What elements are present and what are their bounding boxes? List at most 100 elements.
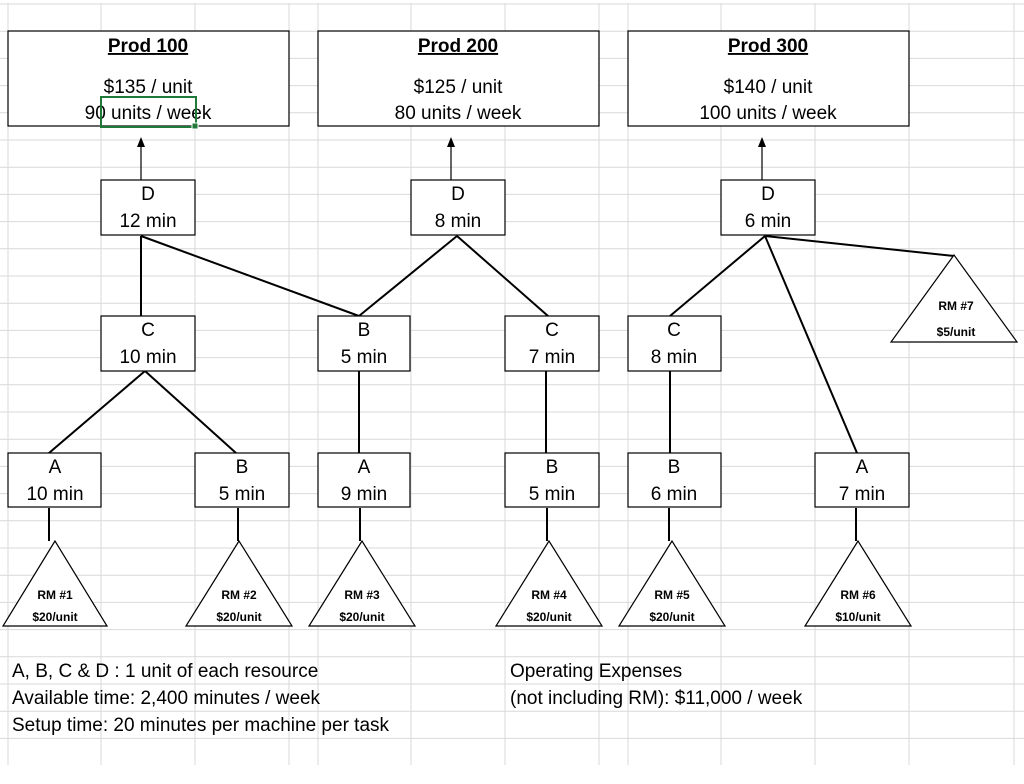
link-d2-bshared: [358, 235, 458, 317]
raw-material-name: RM #4: [531, 588, 567, 602]
product-box-200: Prod 200 $125 / unit 80 units / week: [317, 30, 600, 127]
product-price: $125 / unit: [414, 77, 503, 98]
operation-box-c2: C 7 min: [504, 315, 600, 372]
operation-resource: A: [856, 457, 869, 478]
operation-time: 5 min: [529, 484, 575, 505]
operation-time: 5 min: [219, 484, 265, 505]
note-available-time: Available time: 2,400 minutes / week: [12, 688, 321, 709]
raw-material-name: RM #3: [344, 588, 380, 602]
selected-cell[interactable]: [100, 96, 197, 128]
operation-resource: B: [358, 320, 371, 341]
flow-connectors: [48, 235, 955, 541]
note-opex-amount: (not including RM): $11,000 / week: [510, 688, 803, 709]
triangle-icon: [307, 539, 417, 627]
cell-grid: [0, 3, 1024, 765]
link-d3-c3: [669, 235, 766, 317]
operation-resource: A: [358, 457, 371, 478]
arrowhead-icon: [137, 137, 145, 147]
link-d3-rm7: [764, 235, 955, 257]
arrowhead-icon: [447, 137, 455, 147]
product-demand: 80 units / week: [395, 103, 522, 124]
operation-box-c3: C 8 min: [627, 315, 722, 372]
raw-material-rm7: RM #7 $5/unit: [889, 253, 1019, 343]
raw-material-cost: $20/unit: [649, 610, 694, 624]
operation-time: 5 min: [341, 347, 387, 368]
operation-time: 9 min: [341, 484, 387, 505]
link-c1-b1: [144, 370, 237, 454]
operation-time: 8 min: [651, 347, 697, 368]
product-price: $140 / unit: [724, 77, 813, 98]
note-resources: A, B, C & D : 1 unit of each resource: [12, 661, 318, 682]
operation-time: 7 min: [529, 347, 575, 368]
operation-resource: C: [667, 320, 681, 341]
operation-box-a2: A 9 min: [317, 452, 411, 508]
arrowhead-icon: [758, 137, 766, 147]
triangle-icon: [889, 253, 1019, 343]
product-demand: 100 units / week: [699, 103, 837, 124]
raw-material-rm4: RM #4 $20/unit: [494, 539, 604, 627]
product-price: $135 / unit: [104, 77, 193, 98]
operation-resource: A: [49, 457, 62, 478]
product-name: Prod 200: [418, 36, 498, 57]
operation-box-a3: A 7 min: [814, 452, 910, 508]
triangle-icon: [617, 539, 727, 627]
raw-material-rm1: RM #1 $20/unit: [1, 539, 109, 627]
link-d2-c2: [456, 235, 549, 317]
operation-resource: C: [545, 320, 559, 341]
product-box-100: Prod 100 $135 / unit 90 units / week: [7, 30, 290, 127]
notes: A, B, C & D : 1 unit of each resource Av…: [12, 661, 803, 736]
operation-box-d3: D 6 min: [720, 179, 816, 236]
operation-time: 10 min: [26, 484, 83, 505]
raw-material-cost: $20/unit: [216, 610, 261, 624]
product-demand: 90 units / week: [85, 103, 212, 124]
operation-box-b2: B 5 min: [504, 452, 600, 508]
fill-handle[interactable]: [191, 122, 199, 130]
operation-time: 7 min: [839, 484, 885, 505]
raw-material-name: RM #6: [840, 588, 876, 602]
operation-resource: D: [761, 184, 775, 205]
operation-time: 12 min: [119, 211, 176, 232]
operation-resource: D: [141, 184, 155, 205]
link-c1-a1: [48, 370, 146, 454]
operation-time: 6 min: [745, 211, 791, 232]
raw-material-rm3: RM #3 $20/unit: [307, 539, 417, 627]
operation-box-d1: D 12 min: [100, 179, 196, 236]
raw-material-cost: $10/unit: [835, 610, 880, 624]
operation-box-b-shared: B 5 min: [317, 315, 411, 372]
triangle-icon: [1, 539, 109, 627]
product-name: Prod 100: [108, 36, 188, 57]
raw-material-rm5: RM #5 $20/unit: [617, 539, 727, 627]
product-arrows: [137, 137, 766, 180]
note-opex-title: Operating Expenses: [510, 661, 682, 682]
raw-material-cost: $5/unit: [937, 325, 976, 339]
raw-material-cost: $20/unit: [32, 610, 77, 624]
triangle-icon: [803, 539, 913, 627]
raw-material-name: RM #7: [938, 299, 974, 313]
operation-resource: D: [451, 184, 465, 205]
raw-material-rm6: RM #6 $10/unit: [803, 539, 913, 627]
raw-material-rm2: RM #2 $20/unit: [184, 539, 294, 627]
raw-material-cost: $20/unit: [526, 610, 571, 624]
raw-material-cost: $20/unit: [339, 610, 384, 624]
operation-box-a1: A 10 min: [7, 452, 102, 508]
operation-time: 8 min: [435, 211, 481, 232]
raw-material-name: RM #5: [654, 588, 690, 602]
product-box-300: Prod 300 $140 / unit 100 units / week: [627, 30, 910, 127]
operation-resource: B: [236, 457, 249, 478]
link-d1-bshared: [140, 235, 360, 317]
note-setup-time: Setup time: 20 minutes per machine per t…: [12, 715, 390, 736]
operation-box-d2: D 8 min: [410, 179, 506, 236]
triangle-icon: [494, 539, 604, 627]
raw-material-name: RM #2: [221, 588, 257, 602]
operation-time: 6 min: [651, 484, 697, 505]
raw-material-name: RM #1: [37, 588, 73, 602]
link-d3-a3: [764, 235, 858, 454]
operation-box-b1: B 5 min: [194, 452, 290, 508]
operation-box-c1: C 10 min: [100, 315, 196, 372]
operation-resource: B: [546, 457, 559, 478]
operation-resource: B: [668, 457, 681, 478]
operation-time: 10 min: [119, 347, 176, 368]
operation-resource: C: [141, 320, 155, 341]
